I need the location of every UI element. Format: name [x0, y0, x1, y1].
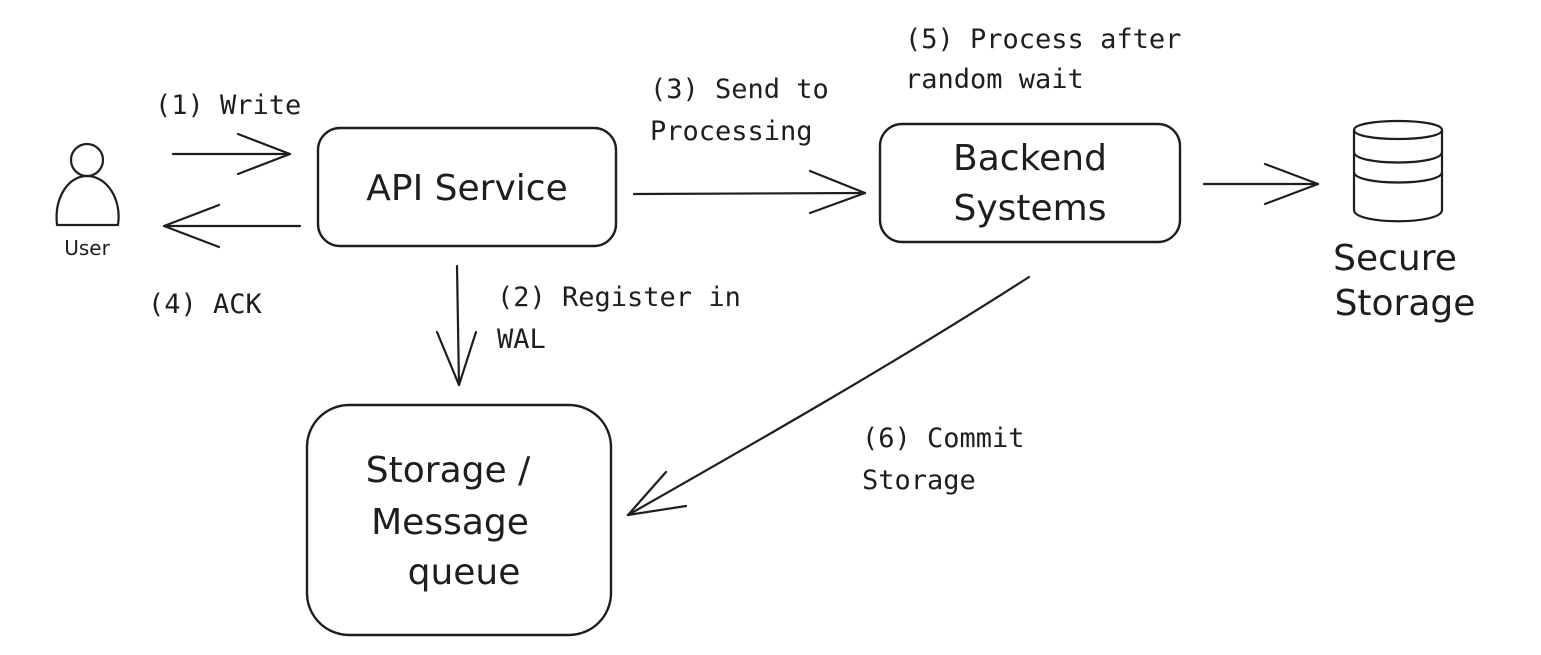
api-service-label: API Service	[366, 168, 567, 209]
process-wait-label-line1: (5) Process after	[905, 24, 1181, 55]
send-processing-label-line2: Processing	[650, 116, 813, 147]
storage-queue-label-line3: queue	[408, 552, 521, 593]
write-arrow	[171, 132, 292, 176]
register-label-line1: (2) Register in	[497, 282, 741, 313]
secure-storage-label-line1: Secure	[1333, 238, 1457, 279]
backend-systems-node: Backend Systems	[878, 122, 1182, 244]
user-body	[55, 174, 120, 227]
register-label-line2: WAL	[497, 324, 546, 355]
secure-storage-label-line2: Storage	[1335, 283, 1476, 324]
send-processing-label-line1: (3) Send to	[650, 74, 829, 105]
secure-storage-arrow	[1202, 162, 1320, 206]
database-icon	[1352, 119, 1444, 223]
api-service-node: API Service	[316, 126, 618, 248]
backend-systems-box	[878, 122, 1182, 244]
backend-systems-label-line1: Backend	[953, 138, 1107, 179]
secure-storage-node: Secure Storage	[1333, 119, 1476, 324]
user-head	[69, 142, 105, 178]
write-label: (1) Write	[155, 90, 301, 121]
storage-queue-label-line2: Message	[371, 502, 529, 543]
backend-systems-label-line2: Systems	[954, 188, 1107, 229]
commit-label-line1: (6) Commit	[862, 423, 1025, 454]
ack-label: (4) ACK	[148, 289, 263, 320]
commit-arrow	[626, 275, 1031, 517]
user-label: User	[64, 236, 110, 260]
ack-arrow	[162, 203, 302, 249]
storage-queue-node: Storage / Message queue	[305, 403, 613, 637]
storage-queue-box	[305, 403, 613, 637]
storage-queue-label-line1: Storage /	[366, 450, 531, 491]
user-actor: User	[55, 142, 120, 260]
register-arrow	[435, 264, 478, 387]
send-processing-arrow	[632, 169, 867, 215]
process-wait-label-line2: random wait	[905, 64, 1084, 95]
api-service-box	[316, 126, 618, 248]
commit-label-line2: Storage	[862, 465, 976, 496]
